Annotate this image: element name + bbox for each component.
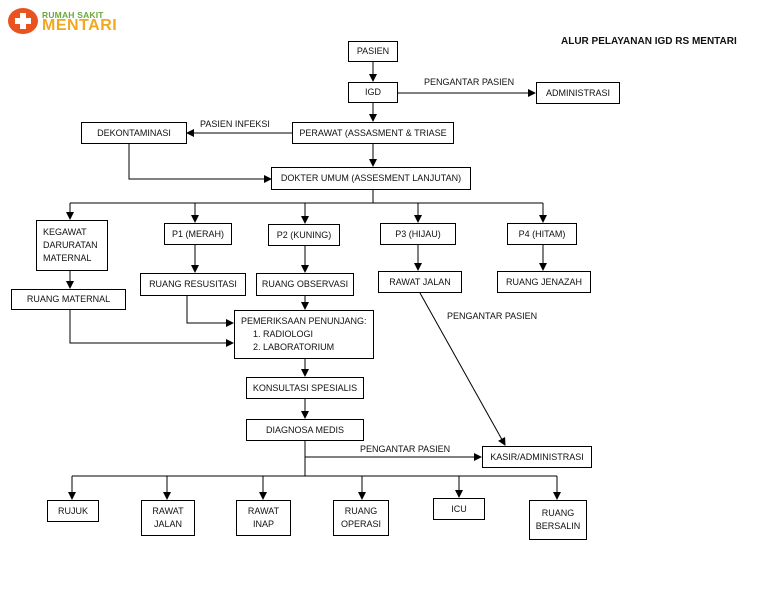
edge-maternal-pemeriksaan <box>69 310 234 347</box>
edge-label-pasien-infeksi: PASIEN INFEKSI <box>200 119 270 129</box>
pemeriksaan-item: LABORATORIUM <box>263 341 373 354</box>
edge-label-pengantar-2: PENGANTAR PASIEN <box>447 311 538 321</box>
pemeriksaan-list: RADIOLOGI LABORATORIUM <box>241 328 373 354</box>
node-ruang-operasi: RUANG OPERASI <box>333 500 389 536</box>
pemeriksaan-item: RADIOLOGI <box>263 328 373 341</box>
node-diagnosa-medis: DIAGNOSA MEDIS <box>246 419 364 441</box>
node-rawat-jalan-p3: RAWAT JALAN <box>378 271 462 293</box>
edge-label-pengantar-3: PENGANTAR PASIEN <box>360 444 451 454</box>
node-administrasi: ADMINISTRASI <box>536 82 620 104</box>
edge-resusitasi-pemeriksaan <box>186 296 234 327</box>
node-dokter-umum: DOKTER UMUM (ASSESMENT LANJUTAN) <box>271 167 471 190</box>
node-ruang-jenazah: RUANG JENAZAH <box>497 271 591 293</box>
pemeriksaan-title: PEMERIKSAAN PENUNJANG: <box>241 316 367 326</box>
logo-line1: RUMAH SAKIT <box>42 10 104 20</box>
node-kegawat-daruratan-maternal: KEGAWAT DARURATAN MATERNAL <box>36 220 108 271</box>
node-p3-hijau: P3 (HIJAU) <box>380 223 456 245</box>
node-p4-hitam: P4 (HITAM) <box>507 223 577 245</box>
page-title: ALUR PELAYANAN IGD RS MENTARI <box>561 36 737 47</box>
node-konsultasi-spesialis: KONSULTASI SPESIALIS <box>246 377 364 399</box>
node-pemeriksaan-penunjang: PEMERIKSAAN PENUNJANG: RADIOLOGI LABORAT… <box>234 310 374 359</box>
node-pasien: PASIEN <box>348 41 398 62</box>
node-kasir-administrasi: KASIR/ADMINISTRASI <box>482 446 592 468</box>
node-ruang-resusitasi: RUANG RESUSITASI <box>140 273 246 296</box>
edge-rawatjalan-kasir <box>419 292 506 446</box>
hospital-logo: RUMAH SAKIT MENTARI <box>8 8 128 36</box>
edge-dekontaminasi-dokter <box>128 144 272 183</box>
node-dekontaminasi: DEKONTAMINASI <box>81 122 187 144</box>
node-p1-merah: P1 (MERAH) <box>164 223 232 245</box>
logo-line2: MENTARI <box>42 17 118 34</box>
node-ruang-bersalin: RUANG BERSALIN <box>529 500 587 540</box>
medical-cross-icon <box>8 8 38 34</box>
node-p2-kuning: P2 (KUNING) <box>268 224 340 246</box>
node-rawat-jalan: RAWAT JALAN <box>141 500 195 536</box>
edge-label-pengantar-1: PENGANTAR PASIEN <box>424 77 515 87</box>
node-ruang-maternal: RUANG MATERNAL <box>11 289 126 310</box>
node-ruang-observasi: RUANG OBSERVASI <box>256 273 354 296</box>
node-rawat-inap: RAWAT INAP <box>236 500 291 536</box>
node-igd: IGD <box>348 82 398 103</box>
node-rujuk: RUJUK <box>47 500 99 522</box>
node-perawat: PERAWAT (ASSASMENT & TRIASE <box>292 122 454 144</box>
node-icu: ICU <box>433 498 485 520</box>
